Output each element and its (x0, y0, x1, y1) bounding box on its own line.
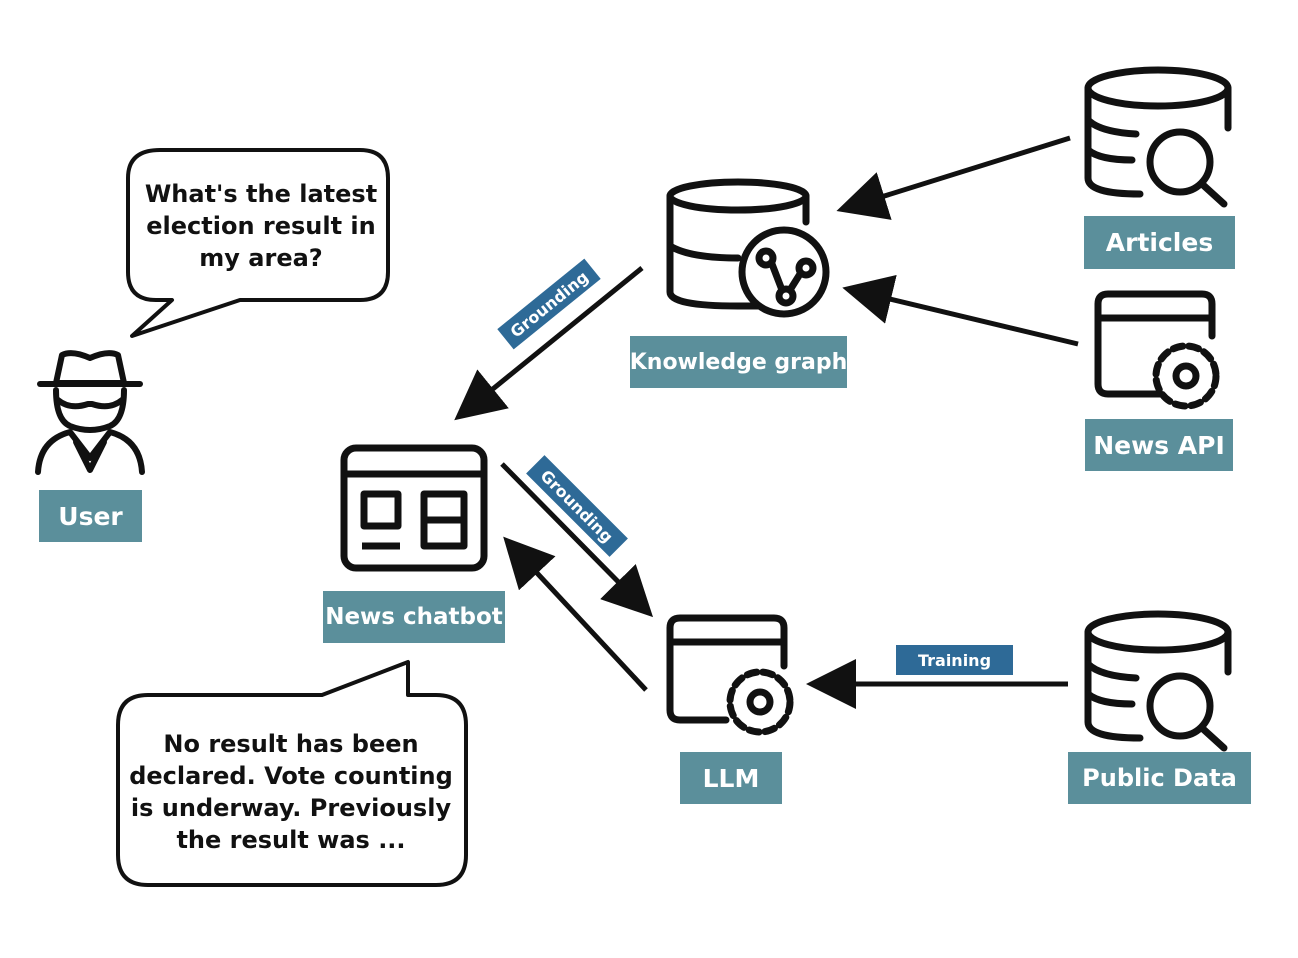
arrow-chatbot-to-llm (500, 462, 654, 618)
arrow-llm-to-chatbot (503, 536, 648, 692)
dashboard-window-icon (340, 444, 488, 572)
llm-label: LLM (680, 752, 782, 804)
database-search-icon (1084, 66, 1232, 208)
question-line: What's the latest (144, 180, 378, 208)
answer-bubble (116, 660, 468, 887)
arrow-kg-to-chatbot (454, 266, 644, 421)
user-spy-icon (35, 350, 145, 475)
public-data-label: Public Data (1068, 752, 1251, 804)
question-line: election result in (146, 212, 376, 240)
answer-text: No result has been declared. Vote counti… (126, 728, 456, 856)
answer-line: declared. Vote counting (129, 762, 453, 790)
answer-line: the result was ... (176, 826, 406, 854)
window-gear-icon (1094, 290, 1220, 410)
database-graph-icon (666, 178, 830, 318)
answer-line: No result has been (163, 730, 419, 758)
training-label: Training (896, 645, 1013, 675)
news-api-label: News API (1085, 419, 1233, 471)
answer-line: is underway. Previously (130, 794, 452, 822)
llm-window-gear-icon (666, 614, 794, 736)
articles-label: Articles (1084, 216, 1235, 269)
question-text: What's the latest election result in my … (136, 178, 386, 274)
question-line: my area? (199, 244, 323, 272)
knowledge-graph-label: Knowledge graph (630, 336, 847, 388)
chatbot-label: News chatbot (323, 591, 505, 643)
question-bubble (126, 148, 390, 338)
arrow-articles-to-kg (836, 135, 1071, 220)
public-data-database-search-icon (1084, 610, 1232, 752)
user-label: User (39, 490, 142, 542)
arrow-newsapi-to-kg (842, 274, 1079, 347)
